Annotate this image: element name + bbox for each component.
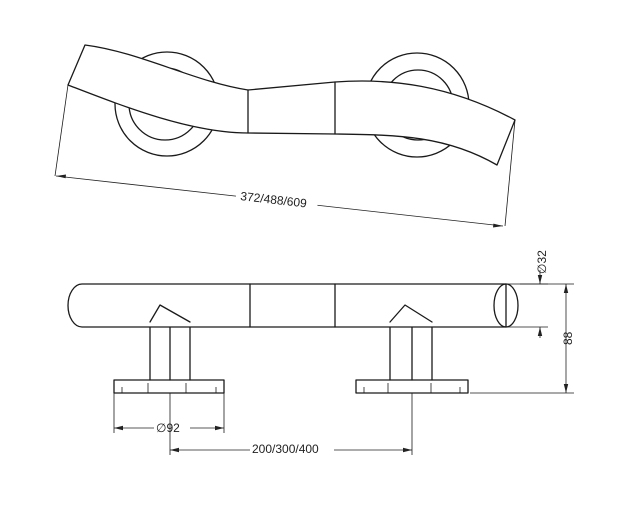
height-label: 88 — [561, 331, 575, 345]
top-view — [54, 44, 516, 228]
right-flange — [355, 379, 469, 394]
flange-diameter-dimension: ∅92 — [113, 393, 225, 435]
side-bar-tube — [67, 283, 507, 328]
tube-diameter-dimension: ∅32 — [506, 250, 549, 338]
wave-bar — [67, 44, 516, 166]
center-distance-dimension: 200/300/400 — [169, 393, 413, 456]
flange-diameter-label: ∅92 — [156, 421, 180, 435]
side-view — [67, 283, 519, 394]
left-flange — [113, 379, 225, 394]
height-dimension: 88 — [470, 283, 575, 394]
center-distance-label: 200/300/400 — [252, 442, 319, 456]
tube-diameter-label: ∅32 — [535, 250, 549, 274]
